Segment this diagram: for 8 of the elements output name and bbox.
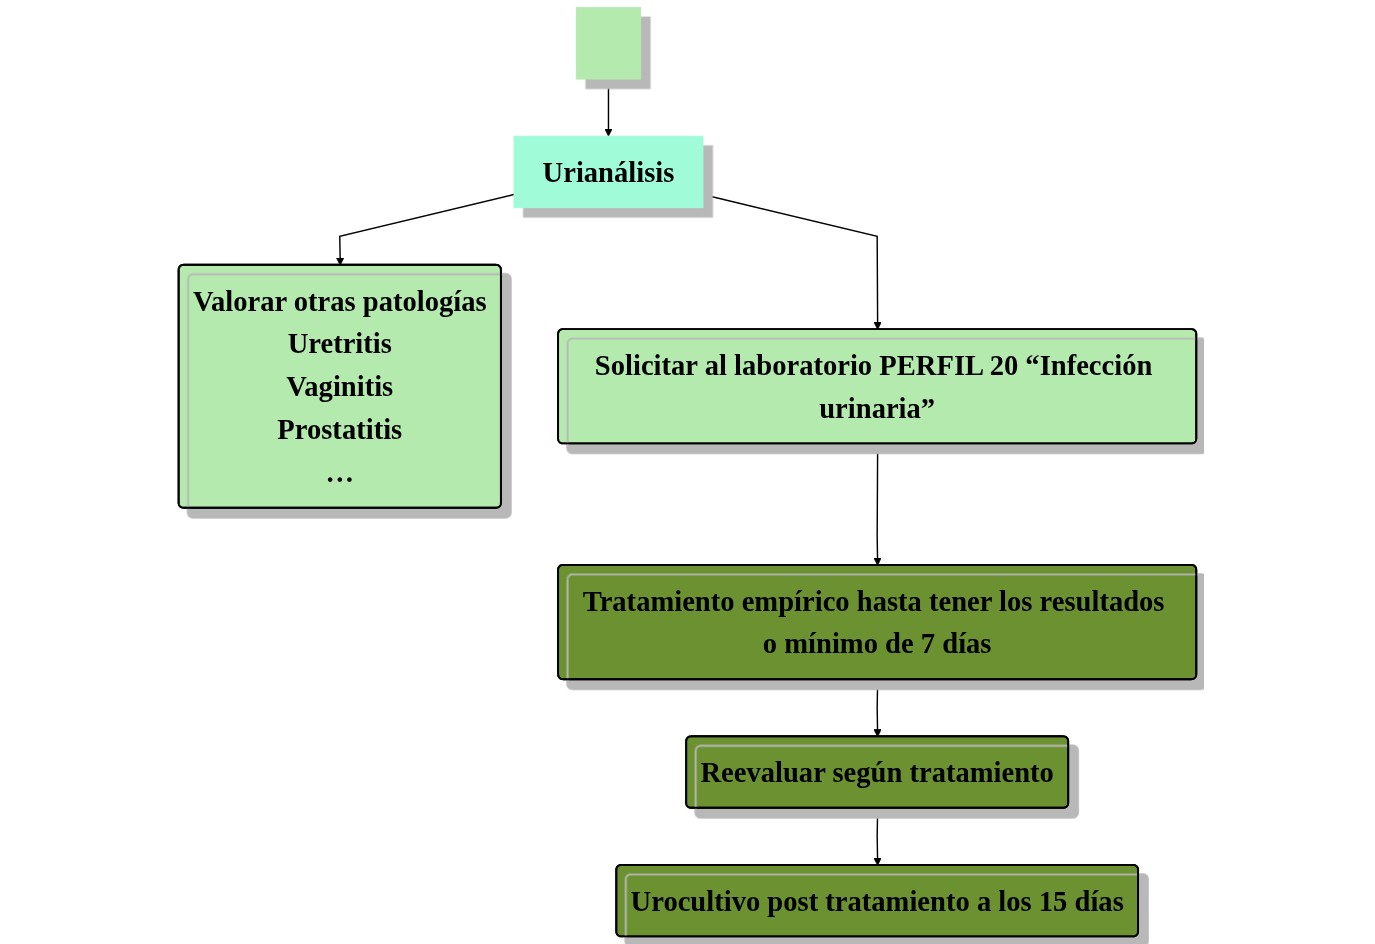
arrow [873, 678, 882, 738]
arrow [702, 193, 882, 330]
node-box: Urianálisis [513, 135, 704, 209]
node-box [575, 7, 642, 80]
arrow [873, 807, 882, 866]
arrow [336, 193, 515, 266]
arrow [604, 78, 613, 137]
arrow [873, 443, 882, 566]
